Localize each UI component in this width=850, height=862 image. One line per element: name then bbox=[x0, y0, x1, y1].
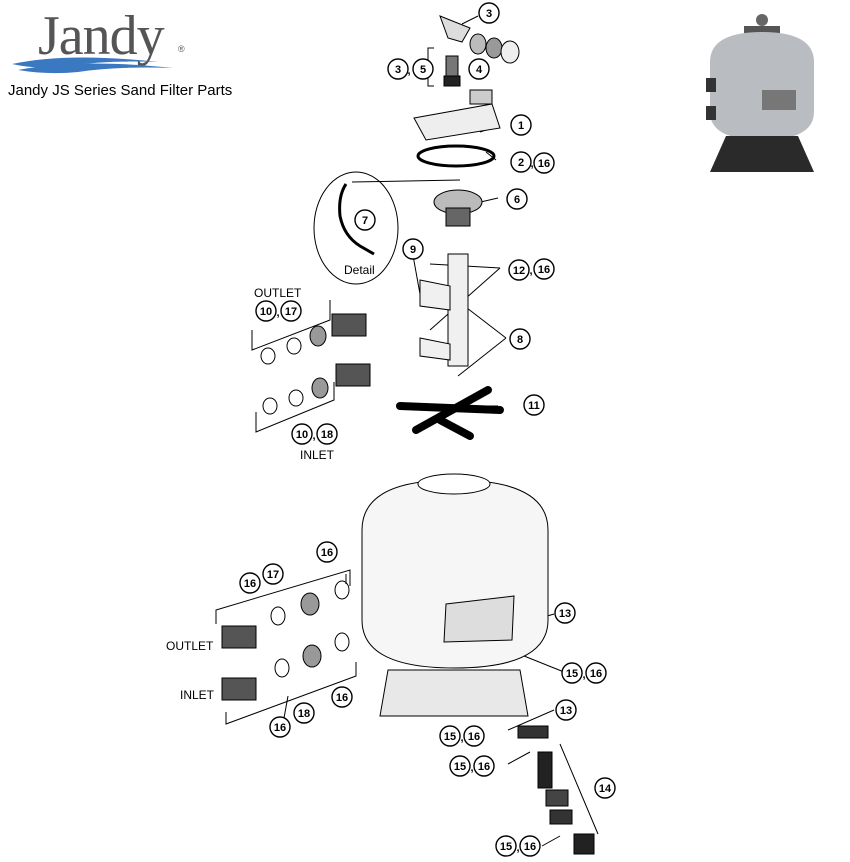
callout-15b: 15 bbox=[444, 731, 456, 743]
callout-15c: 15 bbox=[454, 761, 466, 773]
inlet-bottom-label: INLET bbox=[180, 688, 215, 702]
callout-10b: 10 bbox=[296, 429, 308, 441]
drain-assembly bbox=[517, 725, 595, 855]
callout-16c: 16 bbox=[321, 547, 333, 559]
callout-8: 8 bbox=[517, 334, 523, 346]
union-bottom-outlet bbox=[221, 580, 350, 649]
comma: , bbox=[276, 307, 279, 319]
manifold-part-8 bbox=[419, 253, 469, 367]
outlet-bottom-label: OUTLET bbox=[166, 639, 214, 653]
union-bottom-inlet bbox=[221, 632, 350, 701]
callout-5: 5 bbox=[420, 64, 426, 76]
jandy-logo: Jandy ® bbox=[8, 4, 228, 78]
logo-swoosh-icon bbox=[12, 57, 173, 74]
tube-part-7 bbox=[338, 183, 375, 256]
detail-label: Detail bbox=[344, 263, 375, 277]
callout-18a: 18 bbox=[321, 429, 333, 441]
callout-12a: 12 bbox=[513, 265, 525, 277]
callout-16h: 16 bbox=[468, 731, 480, 743]
comma: , bbox=[460, 732, 463, 744]
callout-15a: 15 bbox=[566, 668, 578, 680]
callout-17b: 17 bbox=[267, 569, 279, 581]
callout-9: 9 bbox=[410, 244, 416, 256]
valve-top-parts bbox=[439, 15, 520, 87]
brand-name: Jandy bbox=[38, 5, 165, 67]
callout-16i: 16 bbox=[478, 761, 490, 773]
callout-10a: 10 bbox=[260, 306, 272, 318]
callout-3a: 3 bbox=[486, 8, 492, 20]
callout-1: 1 bbox=[518, 120, 524, 132]
detail-bubble bbox=[313, 171, 399, 285]
callout-15d: 15 bbox=[500, 841, 512, 853]
callout-2: 2 bbox=[518, 157, 524, 169]
callout-6: 6 bbox=[514, 194, 520, 206]
callout-14: 14 bbox=[599, 783, 612, 795]
filter-tank bbox=[361, 473, 549, 717]
callout-13a: 13 bbox=[559, 608, 571, 620]
callout-16j: 16 bbox=[524, 841, 536, 853]
inlet-top-label: INLET bbox=[300, 448, 335, 462]
diffuser-part-6 bbox=[433, 189, 483, 227]
comma: , bbox=[407, 65, 410, 77]
callout-7: 7 bbox=[362, 215, 368, 227]
callout-16a: 16 bbox=[538, 158, 550, 170]
callout-13b: 13 bbox=[560, 705, 572, 717]
comma: , bbox=[312, 430, 315, 442]
callout-11: 11 bbox=[528, 400, 540, 412]
callout-16g: 16 bbox=[274, 722, 286, 734]
page-title: Jandy JS Series Sand Filter Parts bbox=[8, 82, 233, 99]
callout-16f: 16 bbox=[336, 692, 348, 704]
union-top-outlet bbox=[260, 313, 367, 365]
callout-16e: 16 bbox=[590, 668, 602, 680]
callout-16b: 16 bbox=[538, 264, 550, 276]
lid-assembly bbox=[413, 89, 501, 168]
callout-4: 4 bbox=[476, 64, 483, 76]
outlet-top-label: OUTLET bbox=[254, 286, 302, 300]
callout-16d: 16 bbox=[244, 578, 256, 590]
filter-photo bbox=[706, 14, 814, 172]
comma: , bbox=[529, 265, 532, 277]
comma: , bbox=[470, 762, 473, 774]
union-top-inlet bbox=[262, 363, 371, 415]
callout-18b: 18 bbox=[298, 708, 310, 720]
comma: , bbox=[582, 669, 585, 681]
callout-3b: 3 bbox=[395, 64, 401, 76]
callout-17a: 17 bbox=[285, 306, 297, 318]
registered-mark: ® bbox=[178, 44, 185, 54]
comma: , bbox=[530, 158, 533, 170]
comma: , bbox=[516, 842, 519, 854]
laterals-part-11 bbox=[396, 386, 504, 440]
